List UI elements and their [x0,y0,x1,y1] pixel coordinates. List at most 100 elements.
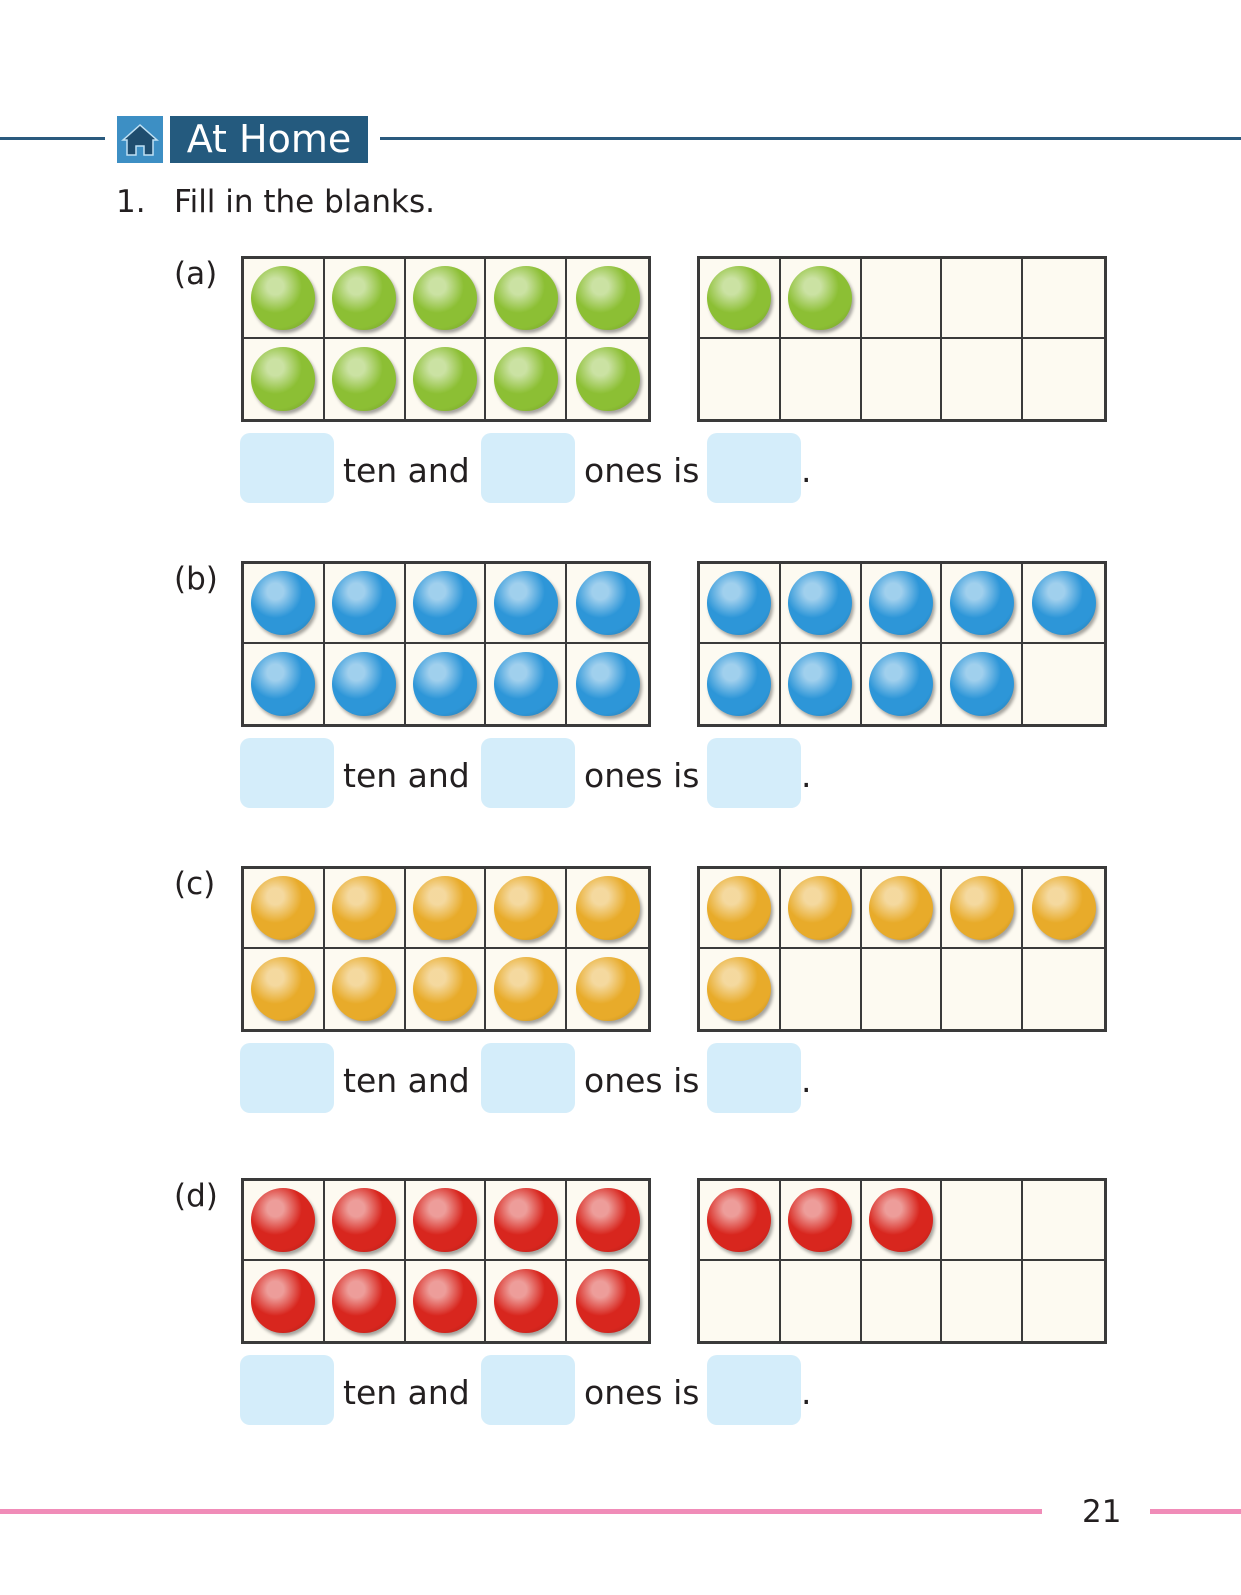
ten-frame-cell [1023,869,1104,949]
ten-frame-cell [406,644,487,724]
ten-frame-cell [406,949,487,1029]
counter-red [332,1188,397,1252]
ten-frame-cell [780,869,862,949]
ten-frame-cell [942,339,1024,419]
ten-frame-cell [942,1181,1024,1261]
ten-frame-cell [405,869,487,949]
period: . [801,1373,812,1412]
ones-answer-input[interactable] [481,433,575,503]
counter-red [412,1269,477,1333]
footer-rule-right [1150,1509,1241,1514]
tens-answer-input[interactable] [240,1043,334,1113]
counter-blue [707,652,772,716]
ones-is-text: ones is [584,1061,700,1100]
period: . [801,756,812,795]
home-icon [117,116,163,163]
counter-red [788,1188,853,1252]
counter-red [493,1269,558,1333]
total-answer-input[interactable] [707,1043,801,1113]
ten-frame-cell [486,644,568,724]
ten-frame-cell [486,1261,568,1341]
ten-frame-cell [244,1261,325,1341]
question-number: 1. [116,184,146,220]
counter-green [575,266,640,330]
ten-frame-cell [942,564,1024,644]
ones-answer-input[interactable] [481,1355,575,1425]
counter-red [575,1269,640,1333]
ten-frame-cell [244,869,325,949]
ten-frame-cell [780,564,862,644]
ten-frame-left [241,1178,651,1344]
counter-yellow [707,876,772,940]
ten-frame-cell [1023,949,1104,1029]
ten-frame-cell [567,259,648,339]
ten-and-text: ten and [343,451,470,490]
ten-frame-cell [406,339,487,419]
ten-frame-cell [862,1261,943,1341]
ten-frame-cell [324,869,406,949]
counter-blue [788,571,853,635]
ten-frame-cell [325,339,406,419]
ten-frame-cell [567,564,648,644]
ten-frame-cell [324,1181,406,1261]
total-answer-input[interactable] [707,433,801,503]
counter-yellow [868,876,933,940]
part-label: (a) [174,256,218,292]
counter-blue [412,652,477,716]
ones-is-text: ones is [584,451,700,490]
tens-answer-input[interactable] [240,433,334,503]
ten-frame-cell [486,564,568,644]
period: . [801,451,812,490]
ten-frame-cell [567,949,648,1029]
counter-yellow [412,876,477,940]
ten-frame-cell [486,259,568,339]
ten-frame-cell [861,869,943,949]
ten-frame-left [241,256,651,422]
counter-blue [868,571,933,635]
counter-green [251,266,316,330]
ten-frame-cell [567,1261,648,1341]
ten-frame-cell [862,949,943,1029]
ten-frame-cell [862,339,943,419]
ten-frame-cell [567,869,648,949]
ten-frame-cell [700,259,781,339]
ten-frame-cell [700,1181,781,1261]
counter-yellow [412,957,477,1021]
tens-answer-input[interactable] [240,1355,334,1425]
exercise-part: (a) ten and ones is. [0,256,1241,516]
counter-blue [251,571,316,635]
ten-frame-cell [486,949,568,1029]
ten-frame-left [241,866,651,1032]
total-answer-input[interactable] [707,1355,801,1425]
tens-answer-input[interactable] [240,738,334,808]
ten-and-text: ten and [343,756,470,795]
ten-frame-cell [405,564,487,644]
ten-frame-cell [1023,259,1104,339]
ones-is-text: ones is [584,1373,700,1412]
ones-answer-input[interactable] [481,738,575,808]
ten-frame-cell [325,949,406,1029]
part-label: (b) [174,561,218,597]
counter-blue [949,652,1014,716]
counter-yellow [949,876,1014,940]
ten-frame-cell [700,1261,781,1341]
counter-green [575,347,640,411]
ten-frame-cell [244,1181,325,1261]
counter-green [412,347,477,411]
ten-frame-cell [567,339,648,419]
ten-frame-cell [942,869,1024,949]
counter-blue [412,571,477,635]
ones-answer-input[interactable] [481,1043,575,1113]
counter-blue [788,652,853,716]
header-rule-right [380,137,1241,140]
ten-frame-cell [324,564,406,644]
ten-frame-cell [325,1261,406,1341]
total-answer-input[interactable] [707,738,801,808]
ten-frame-cell [942,259,1024,339]
ten-frame-cell [780,1181,862,1261]
ten-frame-cell [700,869,781,949]
ten-frame-cell [406,1261,487,1341]
